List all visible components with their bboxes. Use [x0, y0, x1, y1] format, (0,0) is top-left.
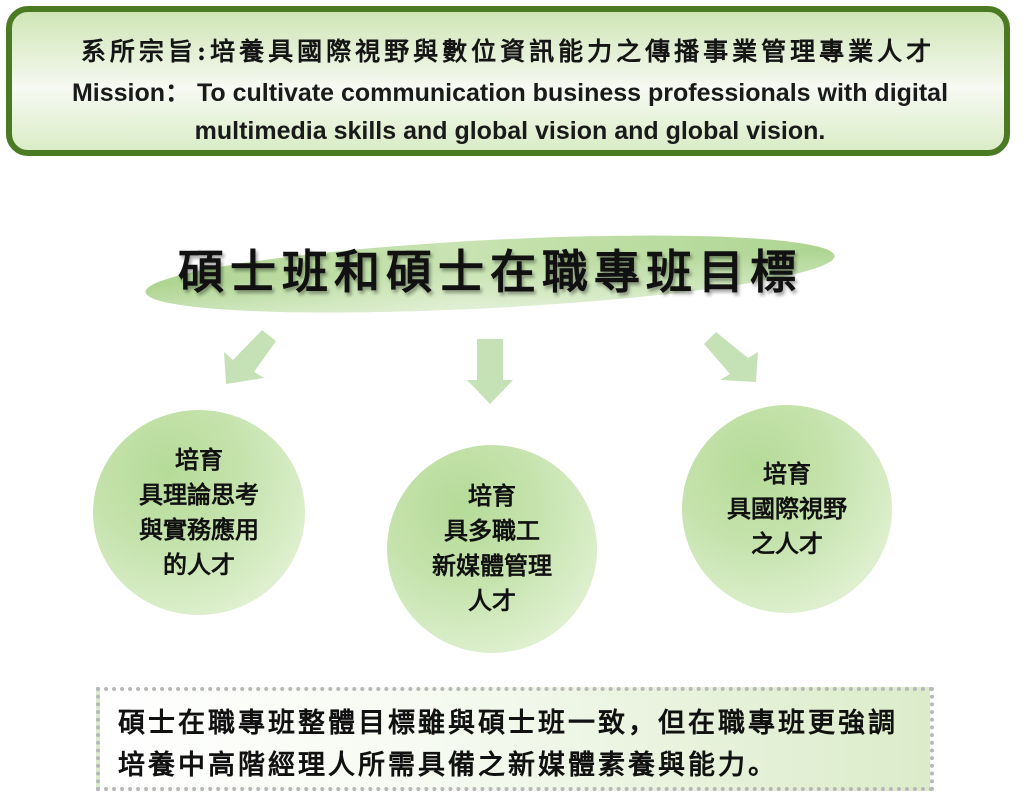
- arrow-down-icon: [465, 337, 525, 407]
- arrow-down-right-icon: [702, 330, 762, 400]
- goal-line: 人才: [468, 587, 516, 615]
- goal-line: 與實務應用: [139, 515, 259, 544]
- goal-line: 新媒體管理: [432, 552, 552, 580]
- goal-text: 培育 具國際視野 之人才: [727, 457, 847, 562]
- goal-circle-global-vision: 培育 具國際視野 之人才: [682, 405, 892, 613]
- mission-chinese: 系所宗旨:培養具國際視野與數位資訊能力之傳播事業管理專業人才: [80, 37, 936, 66]
- goal-line: 培育: [468, 482, 516, 510]
- mission-banner: 系所宗旨:培養具國際視野與數位資訊能力之傳播事業管理專業人才 Mission： …: [6, 6, 1010, 156]
- goal-line: 之人才: [751, 529, 823, 558]
- note-line-2: 培養中高階經理人所需具備之新媒體素養與能力。: [118, 750, 778, 781]
- note-box: 碩士在職專班整體目標雖與碩士班一致，但在職專班更強調 培養中高階經理人所需具備之…: [96, 687, 934, 791]
- goal-line: 具理論思考: [139, 480, 259, 509]
- goal-line: 具多職工: [444, 517, 540, 545]
- goal-circle-theory-practice: 培育 具理論思考 與實務應用 的人才: [93, 410, 305, 615]
- section-title: 碩士班和碩士在職專班目標: [178, 245, 802, 299]
- goal-text: 培育 具理論思考 與實務應用 的人才: [139, 443, 259, 583]
- goal-line: 的人才: [163, 550, 235, 579]
- mission-english-line2: multimedia skills and global vision and …: [194, 117, 826, 145]
- mission-label: Mission：: [71, 79, 191, 107]
- mission-english: Mission： To cultivate communication busi…: [60, 74, 960, 150]
- goal-line: 培育: [175, 445, 223, 474]
- note-line-1: 碩士在職專班整體目標雖與碩士班一致，但在職專班更強調: [118, 708, 898, 739]
- arrow-down-left-icon: [222, 328, 282, 398]
- goal-line: 具國際視野: [727, 494, 847, 523]
- mission-english-line1: To cultivate communication business prof…: [196, 79, 949, 107]
- goal-text: 培育 具多職工 新媒體管理 人才: [432, 479, 552, 619]
- goal-circle-new-media-management: 培育 具多職工 新媒體管理 人才: [387, 445, 597, 653]
- goal-line: 培育: [763, 459, 811, 488]
